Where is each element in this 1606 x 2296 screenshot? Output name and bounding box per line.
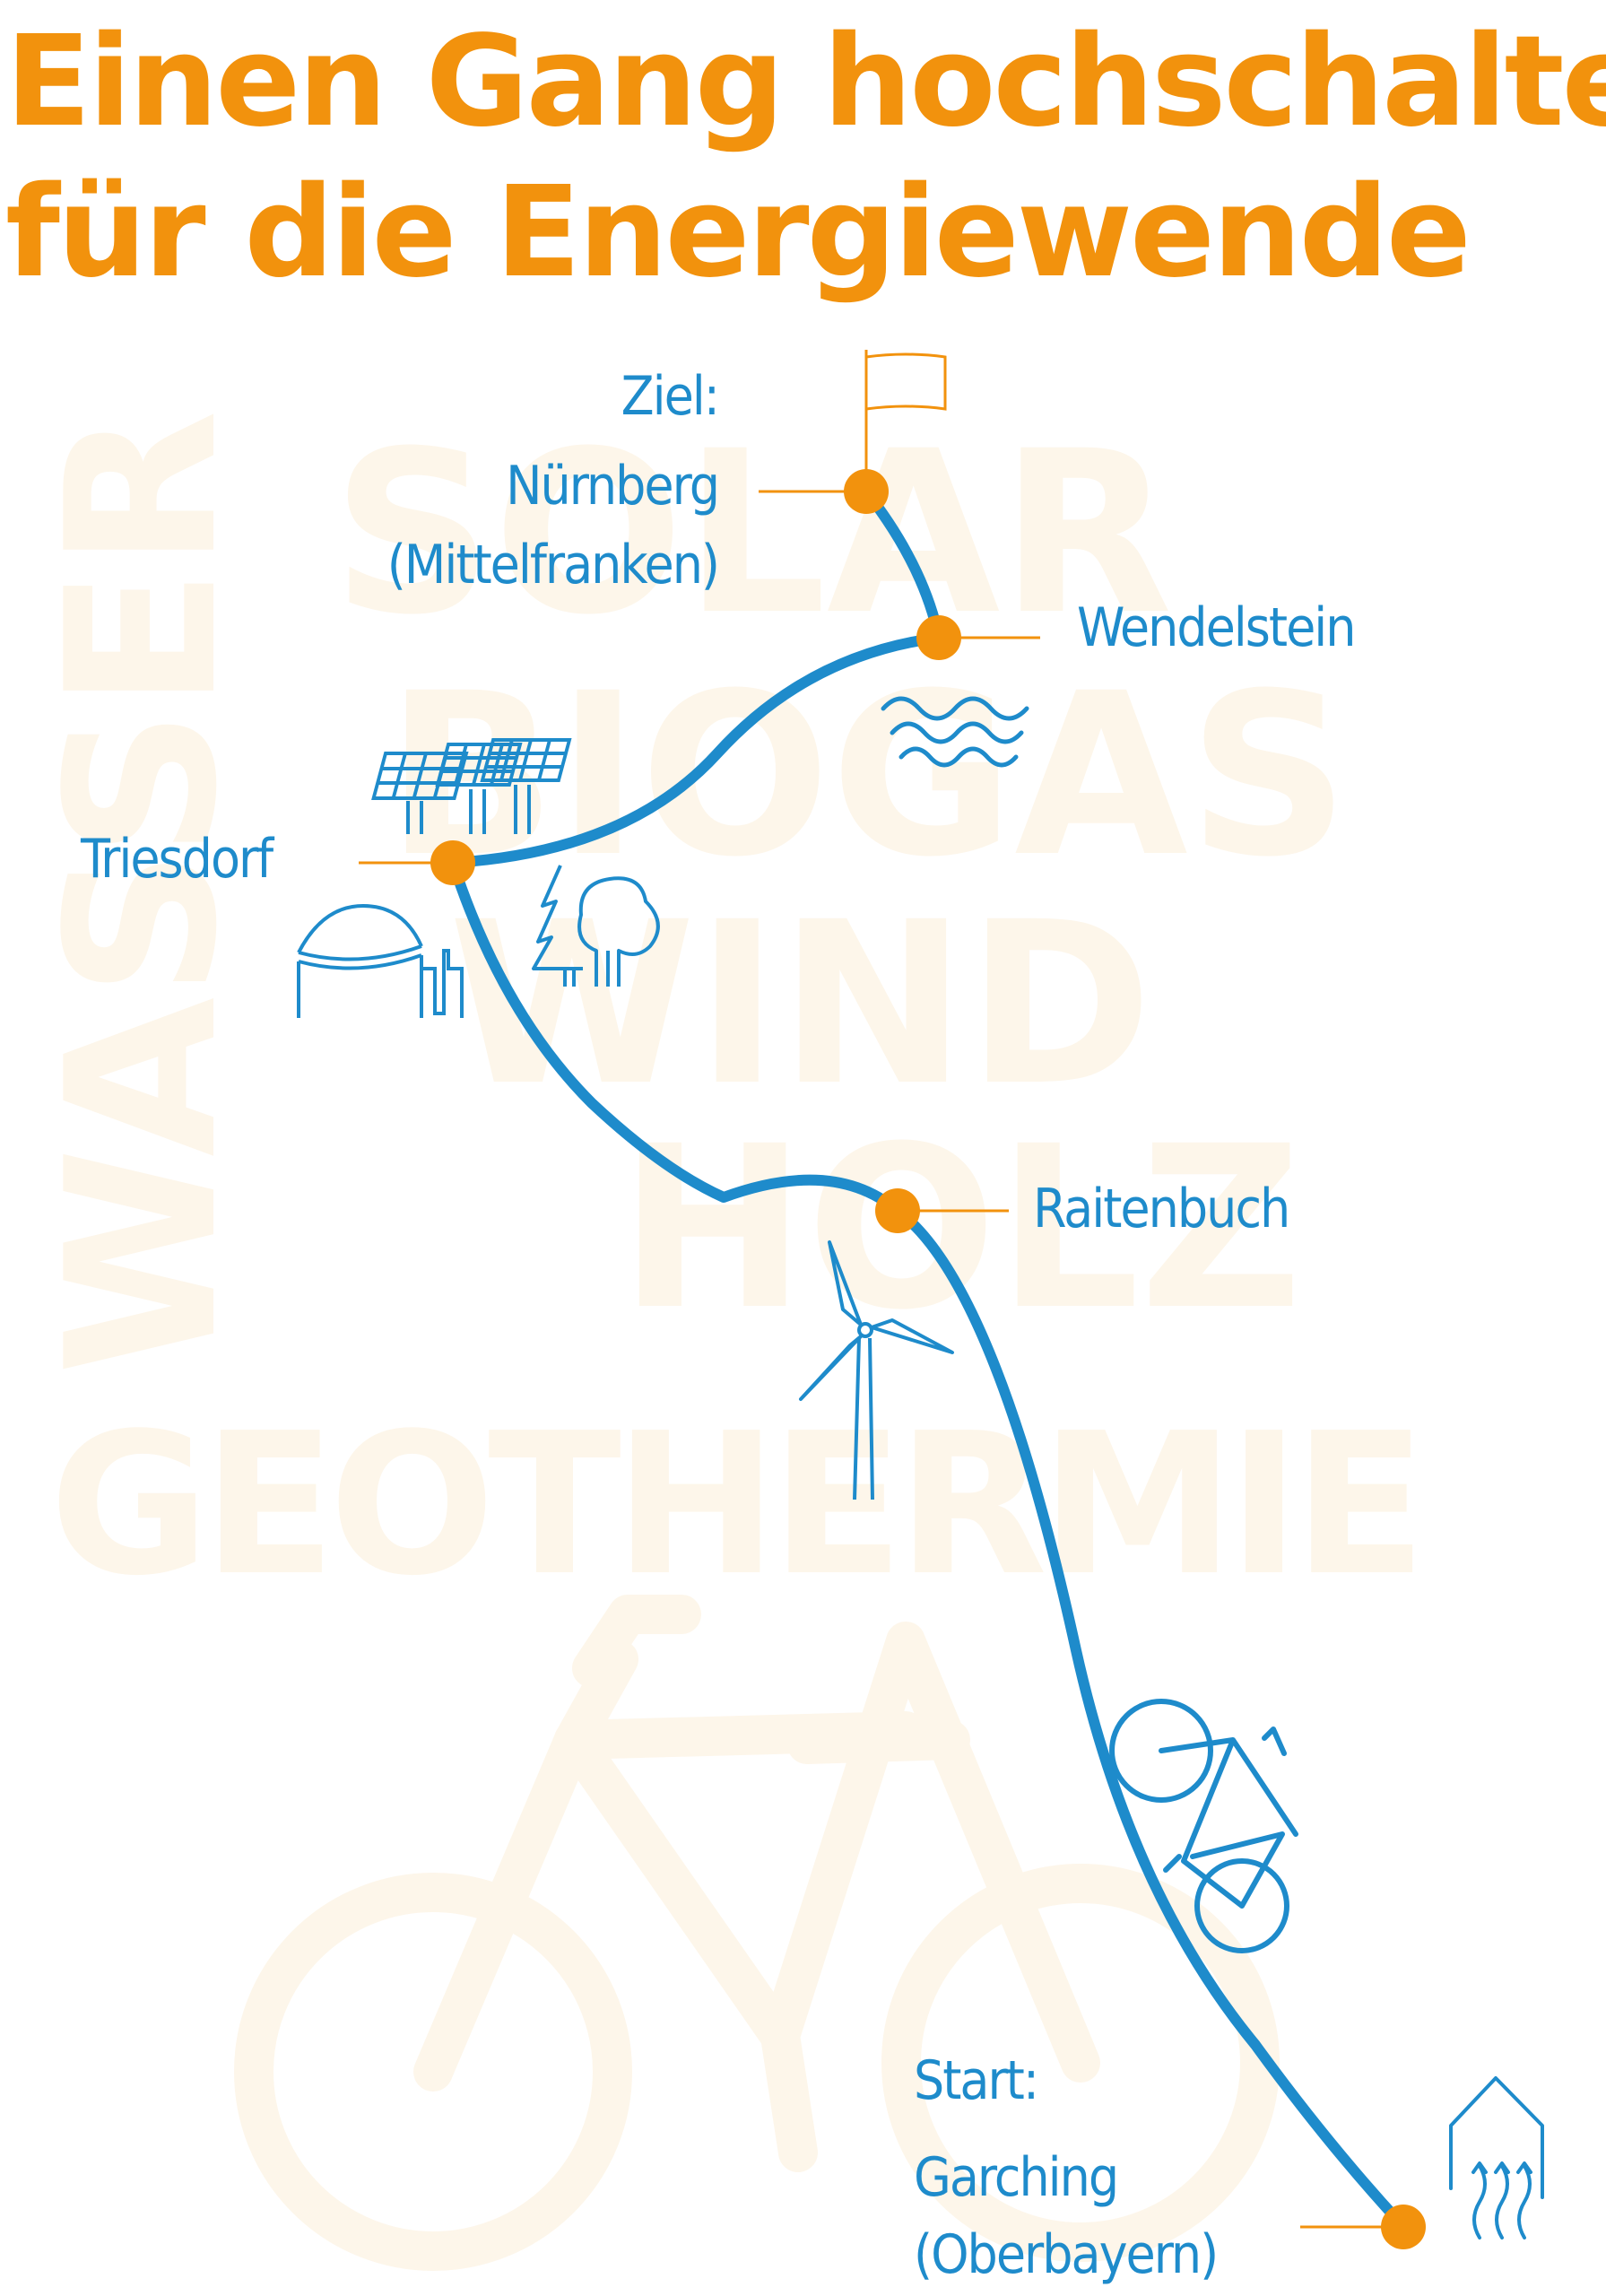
start-region-label: (Oberbayern) (914, 2223, 1219, 2286)
bicycle-icon (1109, 1699, 1298, 1953)
title-line-1: Einen Gang hochschalten (5, 9, 1606, 155)
goal-name-label: Nürnberg (506, 455, 720, 517)
geothermal-house-icon (1449, 2076, 1544, 2239)
goal-prefix-label: Ziel: (621, 365, 720, 428)
background-bicycle-icon (234, 1595, 1280, 2271)
start-name-label: Garching (914, 2146, 1119, 2209)
station-dot-raitenbuch (875, 1188, 920, 1233)
station-dot-triesdorf (430, 840, 475, 885)
wendelstein-label: Wendelstein (1077, 596, 1357, 659)
raitenbuch-label: Raitenbuch (1033, 1178, 1290, 1240)
title-line-2: für die Energiewende (5, 160, 1471, 306)
bg-word-holz: HOLZ (619, 1098, 1303, 1359)
solar-panels-icon (371, 738, 572, 834)
triesdorf-label: Triesdorf (81, 828, 273, 891)
station-dot-nuernberg (844, 469, 889, 514)
wind-turbine-icon (799, 1240, 954, 1500)
trees-icon (532, 865, 660, 987)
goal-region-label: (Mittelfranken) (386, 534, 720, 596)
route-path (447, 486, 1406, 2229)
bg-word-solar: SOLAR (332, 403, 1173, 664)
bg-word-geothermie: GEOTHERMIE (49, 1392, 1427, 1619)
station-dot-garching (1381, 2205, 1426, 2249)
biogas-plant-icon (297, 903, 464, 1018)
station-dot-wendelstein (916, 615, 961, 660)
water-waves-icon (881, 696, 1029, 768)
start-prefix-label: Start: (914, 2049, 1039, 2112)
flag-icon (864, 350, 947, 491)
